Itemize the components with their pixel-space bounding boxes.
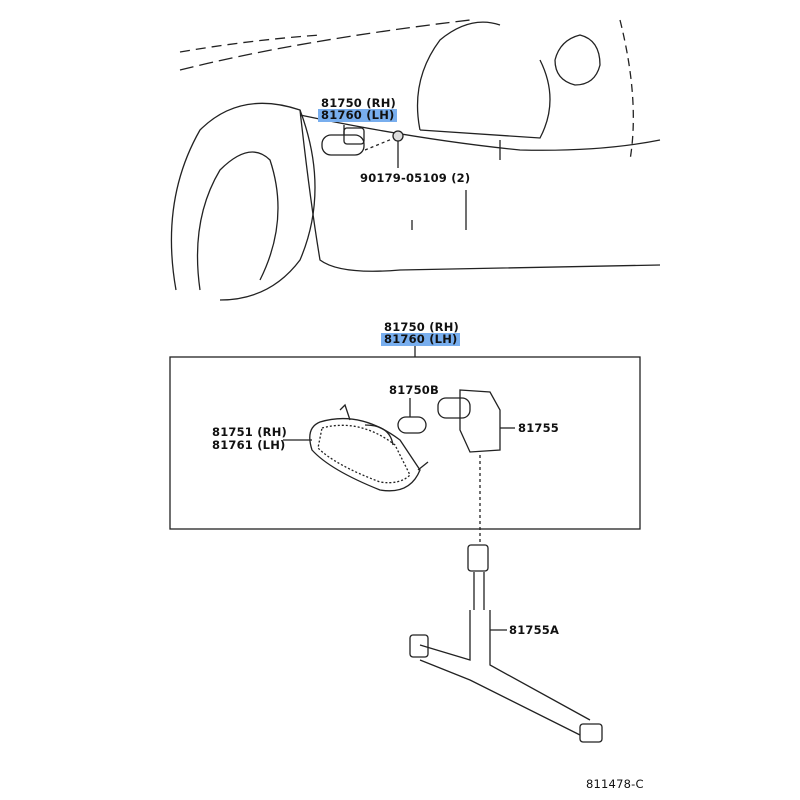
screw-icon: [364, 130, 404, 168]
assembly-box: [169, 356, 641, 530]
box-assy-rh-label: 81750 (RH): [384, 320, 460, 334]
lens-icon: [309, 403, 429, 492]
lens-lh-label[interactable]: 81761 (LH): [212, 438, 286, 452]
car-body-outline: [170, 19, 661, 301]
bulb-label[interactable]: 81750B: [389, 383, 439, 397]
top-assy-rh-label: 81750 (RH): [321, 96, 397, 110]
side-marker-lamp-small: [321, 125, 365, 156]
bulb-icon: [397, 398, 427, 434]
screw-label[interactable]: 90179-05109 (2): [360, 171, 471, 185]
wire-harness-icon: [409, 544, 603, 743]
lens-rh-label[interactable]: 81751 (RH): [212, 425, 288, 439]
wire-label[interactable]: 81755A: [509, 623, 560, 637]
socket-icon: [437, 389, 515, 453]
socket-label[interactable]: 81755: [518, 421, 560, 435]
box-assy-lh-label-highlighted[interactable]: 81760 (LH): [381, 333, 461, 346]
top-assy-lh-label-highlighted[interactable]: 81760 (LH): [318, 109, 398, 122]
diagram-code: 811478-C: [586, 777, 644, 791]
